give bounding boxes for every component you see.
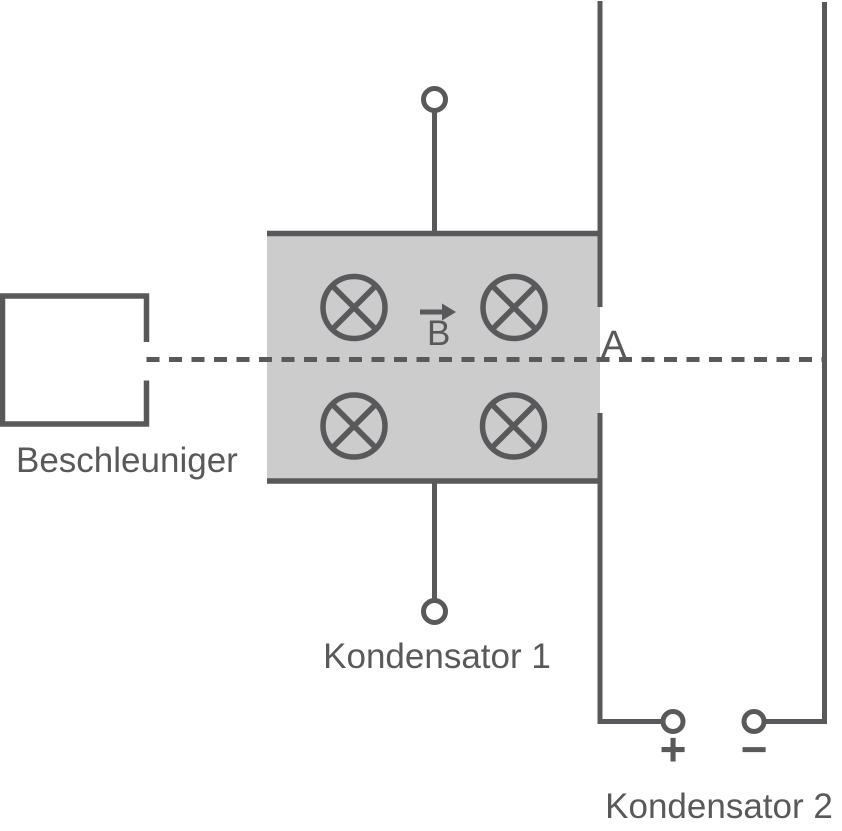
capacitor2-minus-terminal (741, 709, 767, 734)
b-vector-text: B (427, 314, 450, 353)
magnetic-field-region (267, 231, 600, 483)
capacitor2-plus-terminal (660, 709, 686, 734)
accelerator-box (0, 293, 150, 427)
plus-sign: + (660, 723, 687, 775)
b-vector-arrow-head (442, 303, 456, 321)
capacitor1-top-terminal (421, 86, 448, 113)
minus-sign: − (741, 723, 768, 775)
capacitor1-bottom-terminal (421, 598, 448, 625)
capacitor2-left-plate-lower (597, 413, 661, 724)
capacitor1-label: Kondensator 1 (323, 637, 551, 676)
b-vector-label: B (420, 303, 456, 353)
aperture-label: A (601, 324, 627, 366)
capacitor2-label: Kondensator 2 (605, 787, 833, 826)
capacitor2-right-plate (766, 2, 827, 724)
accelerator-label: Beschleuniger (16, 441, 238, 480)
